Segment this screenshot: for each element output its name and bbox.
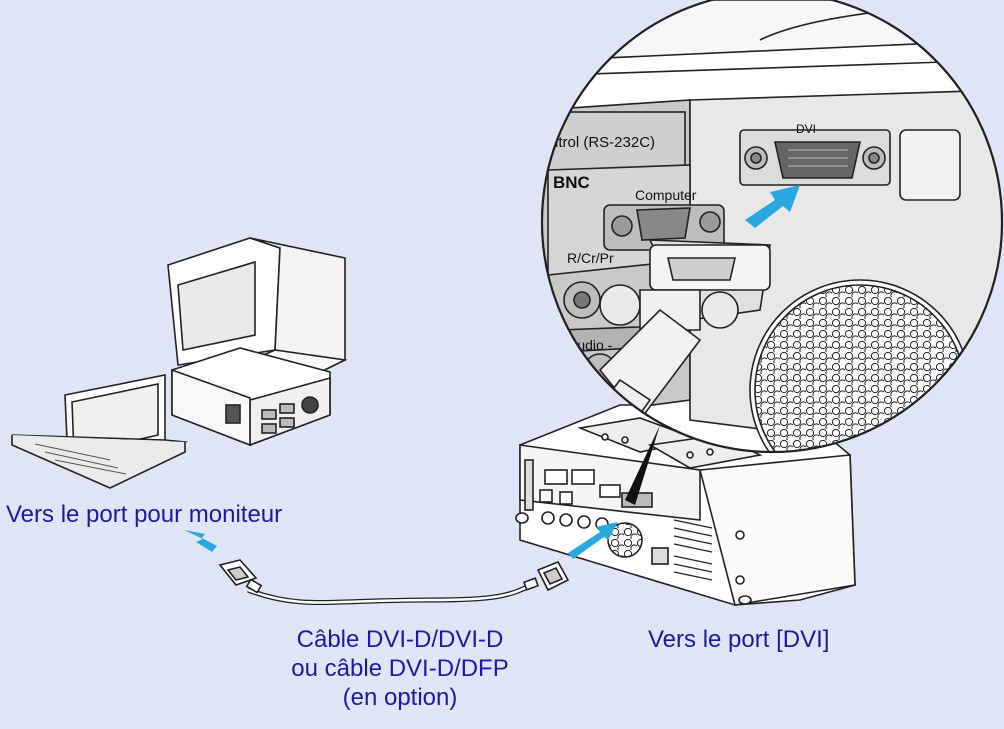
label-rcrpr: R/Cr/Pr <box>567 250 614 266</box>
caption-cable-line1: Câble DVI-D/DVI-D <box>296 626 504 653</box>
projector-icon <box>515 404 856 606</box>
label-control: ntrol (RS-232C) <box>550 134 655 151</box>
dvi-cable-icon <box>218 559 570 605</box>
direction-arrow-icon <box>184 522 618 559</box>
caption-cable: Câble DVI-D/DVI-D ou câble DVI-D/DFP (en… <box>250 625 550 712</box>
caption-cable-line2: ou câble DVI-D/DFP <box>291 655 509 682</box>
caption-cable-line3: (en option) <box>342 684 458 711</box>
caption-monitor-port: Vers le port pour moniteur <box>6 501 283 528</box>
crt-monitor-icon <box>167 237 348 383</box>
insert-arrow <box>745 185 800 228</box>
laptop-icon <box>11 374 188 489</box>
label-bnc: BNC <box>553 173 590 192</box>
caption-dvi-port: Vers le port [DVI] <box>648 626 830 653</box>
label-dvi: DVI <box>796 122 816 136</box>
desktop-pc-icon <box>171 347 331 447</box>
label-computer: Computer <box>635 187 697 203</box>
